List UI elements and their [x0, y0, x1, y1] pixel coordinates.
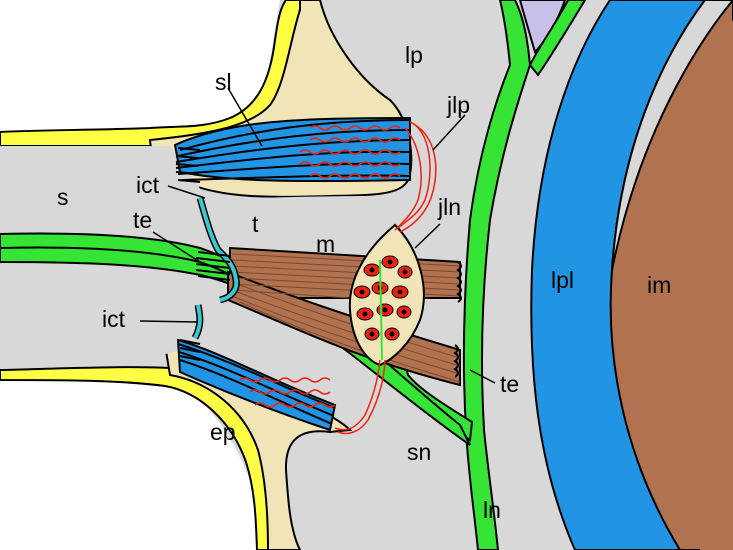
- label-te-left: te: [133, 207, 152, 233]
- tendon-endings-left: [175, 147, 231, 361]
- label-t: t: [252, 211, 259, 237]
- label-ep: ep: [210, 419, 236, 445]
- label-s: s: [57, 184, 69, 210]
- label-te-right: te: [500, 371, 519, 397]
- label-lpl: lpl: [551, 267, 574, 293]
- leader-lines: [139, 87, 496, 384]
- lower-grey-region: [0, 265, 198, 365]
- label-ict-upper: ict: [136, 172, 160, 198]
- label-sn: sn: [407, 439, 431, 465]
- label-jln: jln: [437, 194, 461, 220]
- upper-ligament: [173, 116, 411, 183]
- s-region: [0, 146, 205, 235]
- label-ict-lower: ict: [102, 306, 126, 332]
- tendon-endings-right: [453, 261, 462, 378]
- label-im: im: [647, 272, 671, 298]
- lavender-triangle: [518, 0, 567, 54]
- label-jlp: jlp: [446, 92, 470, 118]
- ln-nerve: [462, 0, 532, 550]
- jlp-fibers: [334, 121, 437, 435]
- label-lp: lp: [405, 42, 423, 68]
- lower-skin: [0, 366, 271, 550]
- label-m: m: [316, 231, 335, 257]
- ganglion-jln: [348, 223, 425, 367]
- t-region: [205, 196, 420, 255]
- lower-ligament: [176, 338, 337, 432]
- label-ln: ln: [483, 497, 501, 523]
